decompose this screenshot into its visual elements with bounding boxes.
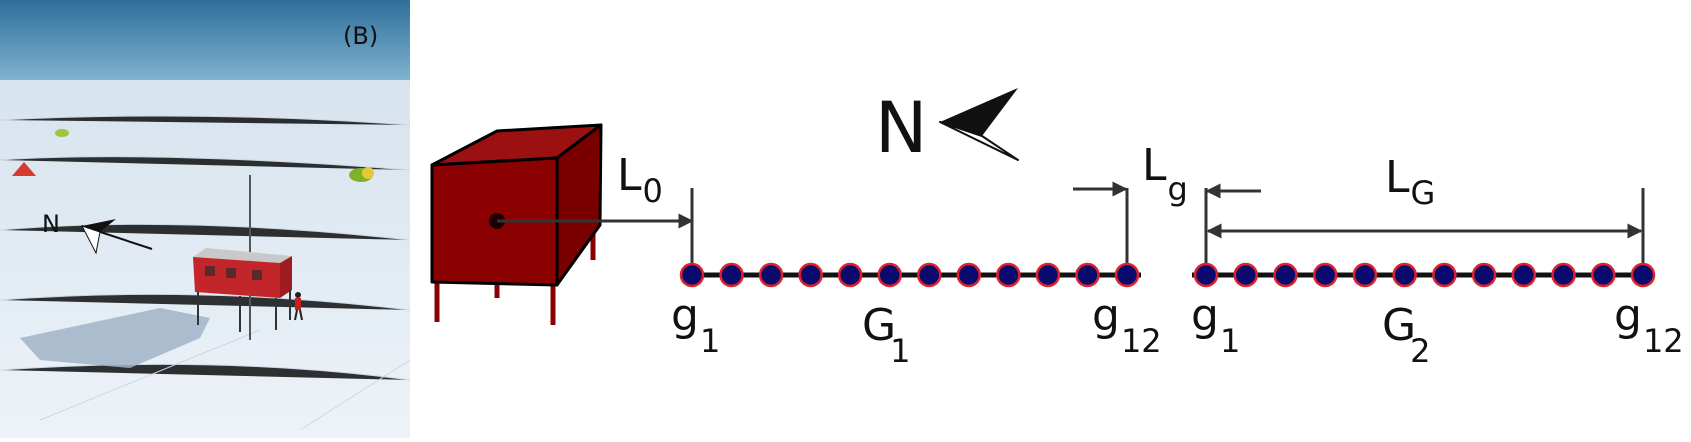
- group1-last-label: g12: [1092, 290, 1162, 360]
- group2-name-label: G2: [1382, 300, 1430, 370]
- group1-nodes: [679, 262, 1140, 288]
- group2-nodes: [1193, 262, 1656, 288]
- geophone-node: [1193, 262, 1219, 288]
- geophone-node: [956, 262, 982, 288]
- group2-first-label: g1: [1191, 290, 1240, 360]
- geophone-node: [758, 262, 784, 288]
- group2-last-label: g12: [1614, 290, 1684, 360]
- geophone-node: [917, 262, 942, 288]
- geophone-node: [1273, 262, 1298, 288]
- geophone-node: [1233, 262, 1258, 288]
- geophone-node: [996, 262, 1021, 288]
- panel-label: (B): [343, 22, 378, 50]
- north-arrow-icon: [939, 88, 1019, 161]
- site-photo: N (B): [0, 0, 410, 438]
- building-shadow: [20, 308, 210, 368]
- photo-building: [193, 248, 292, 332]
- geophone-node: [1551, 262, 1576, 288]
- geophone-node: [837, 262, 863, 288]
- geophone-node: [1312, 262, 1338, 288]
- group1-name-label: G1: [862, 300, 910, 370]
- geophone-node: [679, 262, 705, 288]
- geophone-node: [1471, 262, 1497, 288]
- green-tent-far: [55, 129, 69, 137]
- geophone-node: [1432, 262, 1457, 288]
- schematic-diagram: L0 N Lg LG g1 G1 g12 g1 G2 g12: [410, 0, 1691, 438]
- geophone-node: [1511, 262, 1537, 288]
- group1-first-label: g1: [671, 290, 720, 360]
- photo-illustration: N (B): [0, 0, 410, 438]
- geophone-node: [1114, 262, 1140, 288]
- geophone-node: [877, 262, 902, 288]
- geophone-node: [1392, 262, 1417, 288]
- geophone-node: [1035, 262, 1061, 288]
- north-label: N: [875, 87, 927, 169]
- geophone-node: [1630, 262, 1656, 288]
- geophone-node: [719, 262, 744, 288]
- l0-label: L0: [617, 150, 663, 210]
- diagram-svg: L0 N Lg LG g1 G1 g12 g1 G2 g12: [430, 87, 1684, 370]
- building-cube: [430, 123, 603, 325]
- photo-north-label: N: [42, 210, 60, 238]
- geophone-node: [1075, 262, 1100, 288]
- sky: [0, 0, 410, 80]
- geophone-node: [798, 262, 823, 288]
- lg-label: Lg: [1142, 140, 1188, 208]
- geophone-node: [1591, 262, 1616, 288]
- photo-north-arrow: [80, 219, 153, 255]
- red-tent: [12, 162, 36, 176]
- person: [294, 292, 303, 321]
- lG-label: LG: [1385, 152, 1435, 212]
- geophone-node: [1352, 262, 1378, 288]
